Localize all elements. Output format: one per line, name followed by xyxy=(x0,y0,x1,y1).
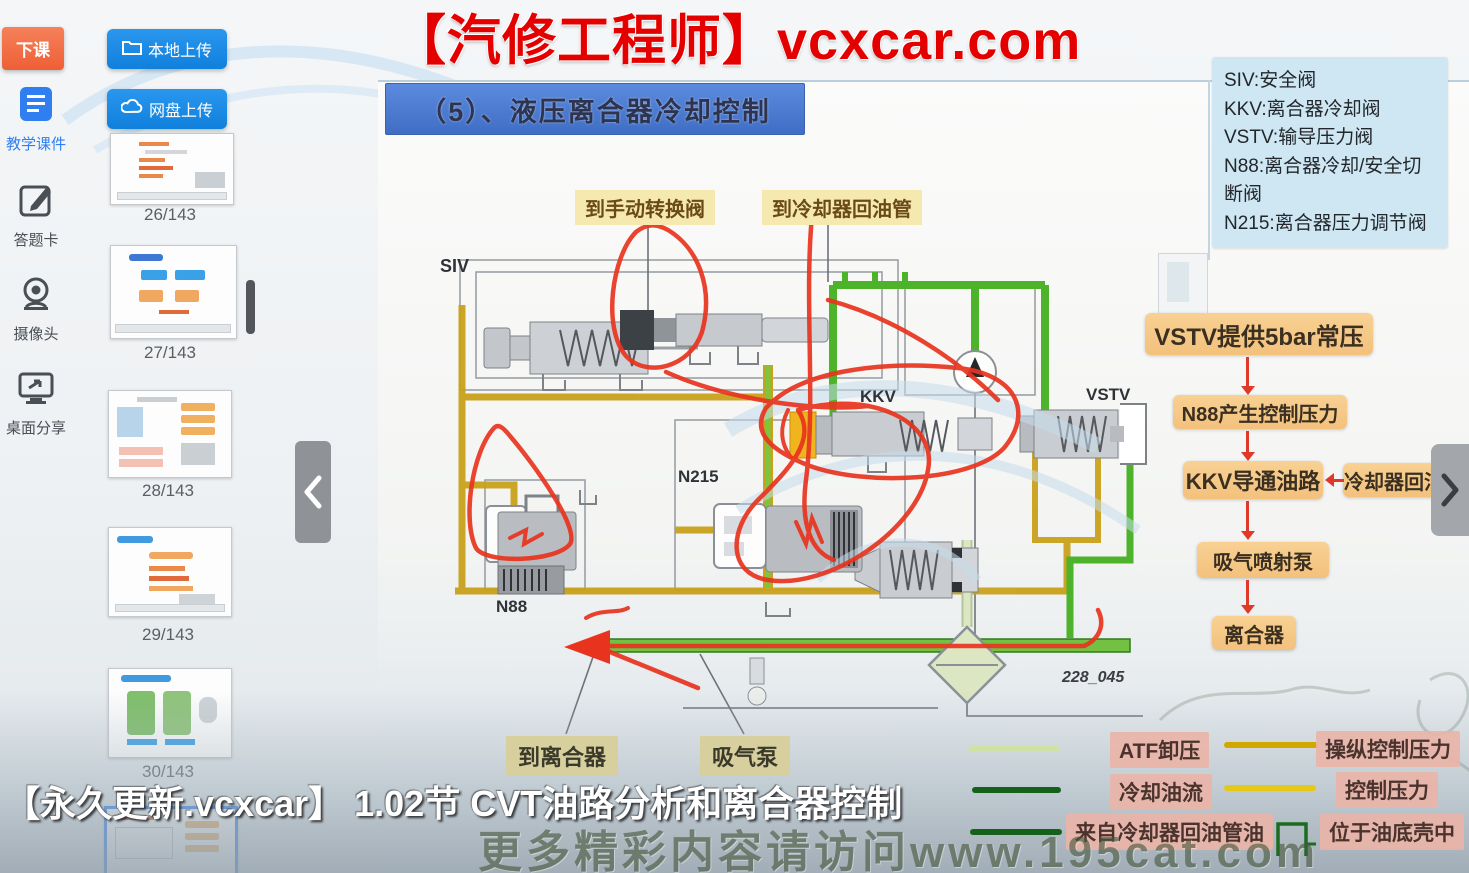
upload-cloud-button[interactable]: 网盘上传 xyxy=(107,89,227,129)
oil-legend-label: 控制压力 xyxy=(1336,772,1438,808)
label-kkv: KKV xyxy=(860,387,897,406)
chevron-right-icon xyxy=(1441,473,1459,507)
flow-arrow xyxy=(1246,501,1249,532)
flow-step-kkv: KKV导通油路 xyxy=(1183,461,1323,499)
callout-to-manual-valve: 到手动转换阀 xyxy=(575,190,715,225)
slide-divider-line xyxy=(1208,80,1210,260)
flow-arrow xyxy=(1246,357,1249,387)
upload-cloud-label: 网盘上传 xyxy=(148,103,213,120)
courseware-icon xyxy=(16,84,56,124)
legend-item: KKV:离合器冷却阀 xyxy=(1224,98,1381,120)
sidebar-item-label: 答题卡 xyxy=(13,232,59,249)
sidebar-item-screen-share[interactable]: 桌面分享 xyxy=(0,368,76,438)
slide-title: （5）、液压离合器冷却控制 xyxy=(385,83,805,135)
label-n215: N215 xyxy=(678,467,719,486)
thumbnail-scrollbar[interactable] xyxy=(246,280,255,334)
sidebar-item-label: 桌面分享 xyxy=(5,420,66,437)
flow-arrow xyxy=(1246,431,1249,453)
oil-legend-label: 位于油底壳中 xyxy=(1320,814,1464,850)
sidebar-item-camera[interactable]: 摄像头 xyxy=(0,274,76,344)
thumbnail-page-number: 28/143 xyxy=(142,481,194,500)
slide-thumbnail[interactable] xyxy=(108,390,232,478)
sidebar-item-courseware[interactable]: 教学课件 xyxy=(0,84,76,154)
thumbnail-page-number: 26/143 xyxy=(144,205,196,224)
flow-step-clutch: 离合器 xyxy=(1212,616,1296,650)
valve-legend: SIV:安全阀 KKV:离合器冷却阀 VSTV:输导压力阀 N88:离合器冷却/… xyxy=(1212,57,1448,248)
upload-local-label: 本地上传 xyxy=(147,43,212,60)
slide-thumbnail[interactable] xyxy=(108,527,232,617)
answer-card-icon xyxy=(16,180,56,220)
watermark-banner: 【汽修工程师】vcxcar.com xyxy=(392,11,1082,71)
end-class-label: 下课 xyxy=(16,41,50,60)
flow-arrow xyxy=(1334,479,1344,482)
flow-arrowhead-left xyxy=(1325,473,1334,487)
thumbnail-page-number: 27/143 xyxy=(144,343,196,362)
flow-step-suction-jet-pump: 吸气喷射泵 xyxy=(1197,542,1329,578)
label-n88: N88 xyxy=(496,597,527,616)
hydraulic-diagram: SIV KKV VSTV N215 N88 228_045 xyxy=(440,213,1147,735)
figure-number: 228_045 xyxy=(1061,669,1125,686)
flow-arrow xyxy=(1246,580,1249,606)
end-class-button[interactable]: 下课 xyxy=(2,27,64,70)
flow-step-n88: N88产生控制压力 xyxy=(1173,395,1347,429)
slide-fragment xyxy=(1158,253,1208,317)
oil-legend-label: 操纵控制压力 xyxy=(1316,731,1460,767)
label-siv: SIV xyxy=(440,256,469,276)
legend-item: N88:离合器冷却/安全切断阀 xyxy=(1224,155,1422,206)
slide-thumbnail[interactable] xyxy=(110,245,237,339)
right-panel-handle[interactable] xyxy=(1431,444,1469,536)
oil-legend-label: ATF卸压 xyxy=(1110,732,1210,768)
sidebar-item-label: 教学课件 xyxy=(5,136,66,153)
cloud-upload-icon xyxy=(120,98,143,120)
flow-arrowhead xyxy=(1241,386,1255,395)
camera-icon xyxy=(16,274,56,314)
callout-to-clutch: 到离合器 xyxy=(506,736,619,776)
flow-step-vstv: VSTV提供5bar常压 xyxy=(1145,313,1373,355)
oil-legend-label: 冷却油流 xyxy=(1110,774,1212,810)
legend-line-control-pressure xyxy=(1224,785,1316,791)
folder-upload-icon xyxy=(121,39,142,60)
legend-line-pilot-pressure xyxy=(1224,742,1319,748)
video-caption: 【永久更新.vcxcar】 1.02节 CVT油路分析和离合器控制 xyxy=(4,783,903,824)
sidebar-item-label: 摄像头 xyxy=(13,326,59,343)
legend-item: N215:离合器压力调节阀 xyxy=(1224,212,1427,234)
slide-thumbnail[interactable] xyxy=(108,668,232,758)
label-vstv: VSTV xyxy=(1086,385,1131,404)
panel-collapse-handle[interactable] xyxy=(295,441,331,543)
callout-to-cooler-return: 到冷却器回油管 xyxy=(762,190,922,225)
sidebar-item-answer-card[interactable]: 答题卡 xyxy=(0,180,76,250)
flow-arrowhead xyxy=(1241,452,1255,461)
callout-suction-pump: 吸气泵 xyxy=(700,736,791,776)
thumbnail-page-number: 29/143 xyxy=(142,625,194,644)
legend-line-atf-relief xyxy=(968,746,1060,751)
flow-arrowhead xyxy=(1241,605,1255,614)
upload-local-button[interactable]: 本地上传 xyxy=(107,29,227,69)
slide-thumbnail[interactable] xyxy=(110,133,234,205)
legend-item: VSTV:输导压力阀 xyxy=(1224,127,1374,148)
chevron-left-icon xyxy=(304,475,322,509)
flow-arrowhead xyxy=(1241,531,1255,540)
screen-share-icon xyxy=(16,368,56,408)
legend-item: SIV:安全阀 xyxy=(1224,70,1317,91)
